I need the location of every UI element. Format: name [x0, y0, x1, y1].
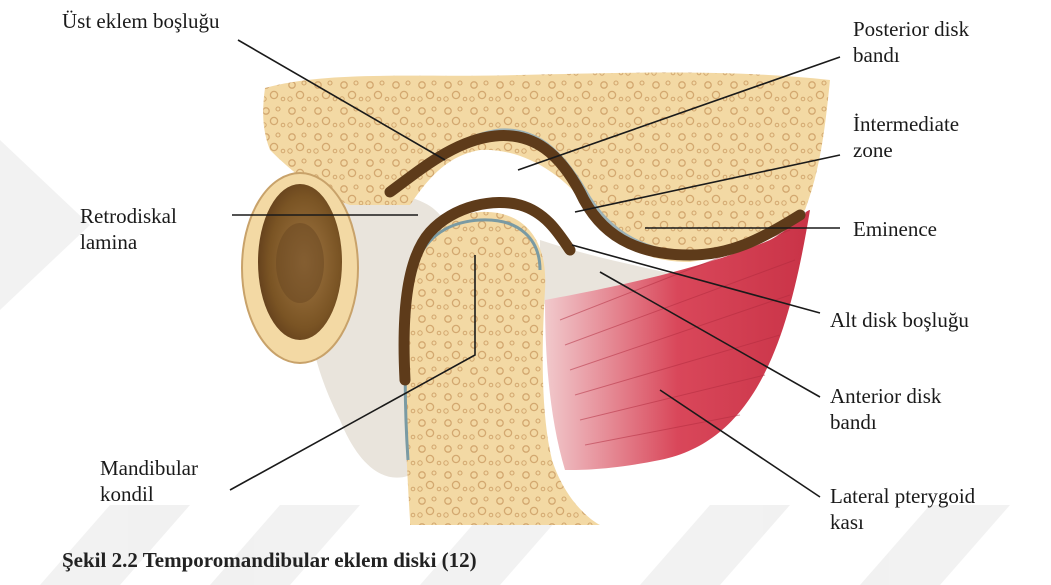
label-alt-disk-boslugu: Alt disk boşluğu [830, 307, 969, 333]
label-anterior-disk-bandi: Anterior disk bandı [830, 383, 941, 435]
label-posterior-disk-bandi: Posterior disk bandı [853, 16, 969, 68]
label-eminence: Eminence [853, 216, 937, 242]
label-ust-eklem-boslugu: Üst eklem boşluğu [62, 8, 220, 34]
label-mandibular-kondil: Mandibular kondil [100, 455, 198, 507]
label-lateral-pterygoid-kasi: Lateral pterygoid kası [830, 483, 975, 535]
figure-caption: Şekil 2.2 Temporomandibular eklem diski … [62, 548, 477, 578]
label-intermediate-zone: İntermediate zone [853, 111, 959, 163]
ear-canal [242, 173, 358, 363]
label-retrodiskal-lamina: Retrodiskal lamina [80, 203, 177, 255]
